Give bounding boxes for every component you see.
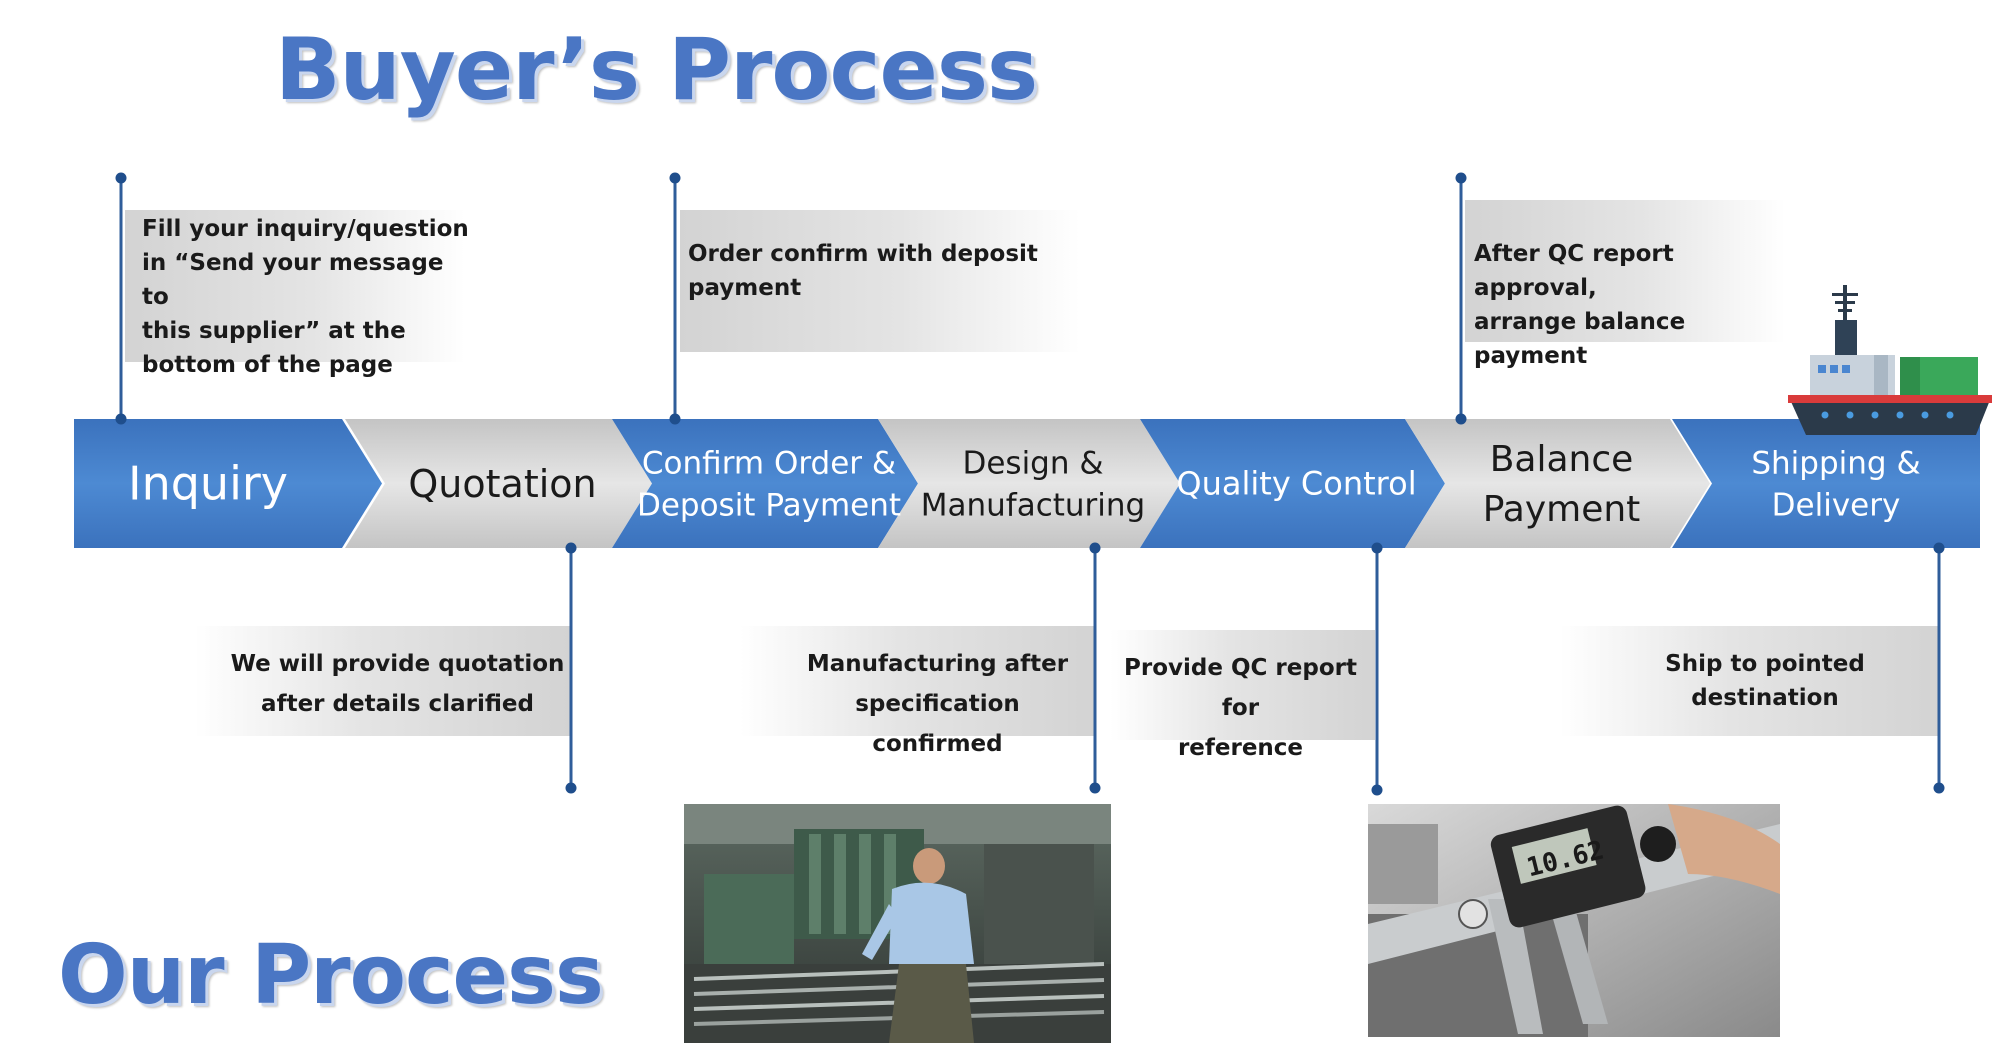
buyer-note-1: Fill your inquiry/question in “Send your… [142,212,472,382]
our-note-1: We will provide quotation after details … [225,644,570,724]
our-process-title: Our Process [58,928,604,1023]
buyer-note-bg-2 [680,210,1080,352]
buyer-note-1-line-2: in “Send your message to [142,250,444,310]
buyer-note-1-line-4: bottom of the page [142,352,393,378]
step-chevron-quotation [345,419,652,548]
connector-dot-1-2 [115,413,127,425]
our-note-1-line-1: We will provide quotation [230,651,565,677]
our-note-4-line-1: Ship to pointed destination [1665,651,1865,711]
connector-dot-6-2 [1371,784,1383,796]
step-label-shipping-delivery-1: Shipping & [1751,445,1920,481]
cargo-ship-icon [1788,285,1992,435]
connector-dot-3-2 [1455,413,1467,425]
connector-dot-1-1 [115,172,127,184]
buyer-note-3: After QC report approval, arrange balanc… [1474,237,1794,373]
step-label-inquiry-1: Inquiry [128,457,288,511]
step-chevron-balance-payment [1405,419,1710,548]
our-note-2-line-1: Manufacturing after [806,651,1069,677]
digital-caliper-photo: 10.62 [1368,804,1780,1037]
buyer-note-3-line-1: After QC report approval, [1474,241,1674,301]
connector-dot-6-1 [1371,542,1383,554]
our-note-4: Ship to pointed destination [1595,647,1935,715]
connector-dot-5-1 [1089,542,1101,554]
buyer-note-2-line-2: payment [688,275,802,301]
our-note-bg-2 [740,626,1095,736]
connector-dot-2-2 [669,413,681,425]
connector-dot-3-1 [1455,172,1467,184]
buyer-note-2: Order confirm with deposit payment [688,237,1068,305]
our-note-1-line-2: after details clarified [261,691,534,717]
step-label-balance-payment-2: Payment [1483,489,1641,530]
step-label-design-manufacturing-2: Manufacturing [921,487,1145,523]
buyers-process-title: Buyer’s Process [275,20,1038,120]
buyer-note-3-line-2: arrange balance payment [1474,309,1686,369]
step-chevron-shipping-delivery [1672,419,1980,548]
buyer-note-1-line-3: this supplier” at the [142,318,406,344]
our-note-2: Manufacturing after specification confir… [790,644,1085,764]
step-chevron-quality-control [1140,419,1445,548]
step-label-quality-control-1: Quality Control [1176,465,1416,503]
step-label-confirm-order-deposit-payment-2: Deposit Payment [637,487,901,523]
our-note-3-line-2: reference [1177,735,1304,761]
step-label-balance-payment-1: Balance [1490,439,1634,480]
buyer-note-bg-1 [125,210,465,362]
step-label-quotation-1: Quotation [408,462,596,506]
connector-dot-7-1 [1933,542,1945,554]
buyer-note-2-line-1: Order confirm with deposit [688,241,1038,267]
connector-dot-5-2 [1089,782,1101,794]
our-note-3: Provide QC report for reference [1108,648,1373,768]
our-note-bg-4 [1560,626,1940,736]
buyer-note-1-line-1: Fill your inquiry/question [142,216,469,242]
connector-dot-7-2 [1933,782,1945,794]
step-label-shipping-delivery-2: Delivery [1772,487,1901,523]
step-label-confirm-order-deposit-payment-1: Confirm Order & [642,445,896,481]
our-note-2-line-2: specification confirmed [855,691,1020,757]
our-note-3-line-1: Provide QC report for [1124,655,1357,721]
our-note-bg-3 [1110,630,1375,740]
factory-worker-photo [684,804,1111,1043]
our-note-bg-1 [195,626,570,736]
step-chevron-design-manufacturing [878,419,1180,548]
buyer-note-bg-3 [1465,200,1785,342]
step-chevron-confirm-order-deposit-payment [612,419,918,548]
connector-dot-2-1 [669,172,681,184]
connector-dot-4-2 [565,782,577,794]
step-label-design-manufacturing-1: Design & [962,445,1103,481]
connector-dot-4-1 [565,542,577,554]
step-chevron-inquiry [74,419,382,548]
